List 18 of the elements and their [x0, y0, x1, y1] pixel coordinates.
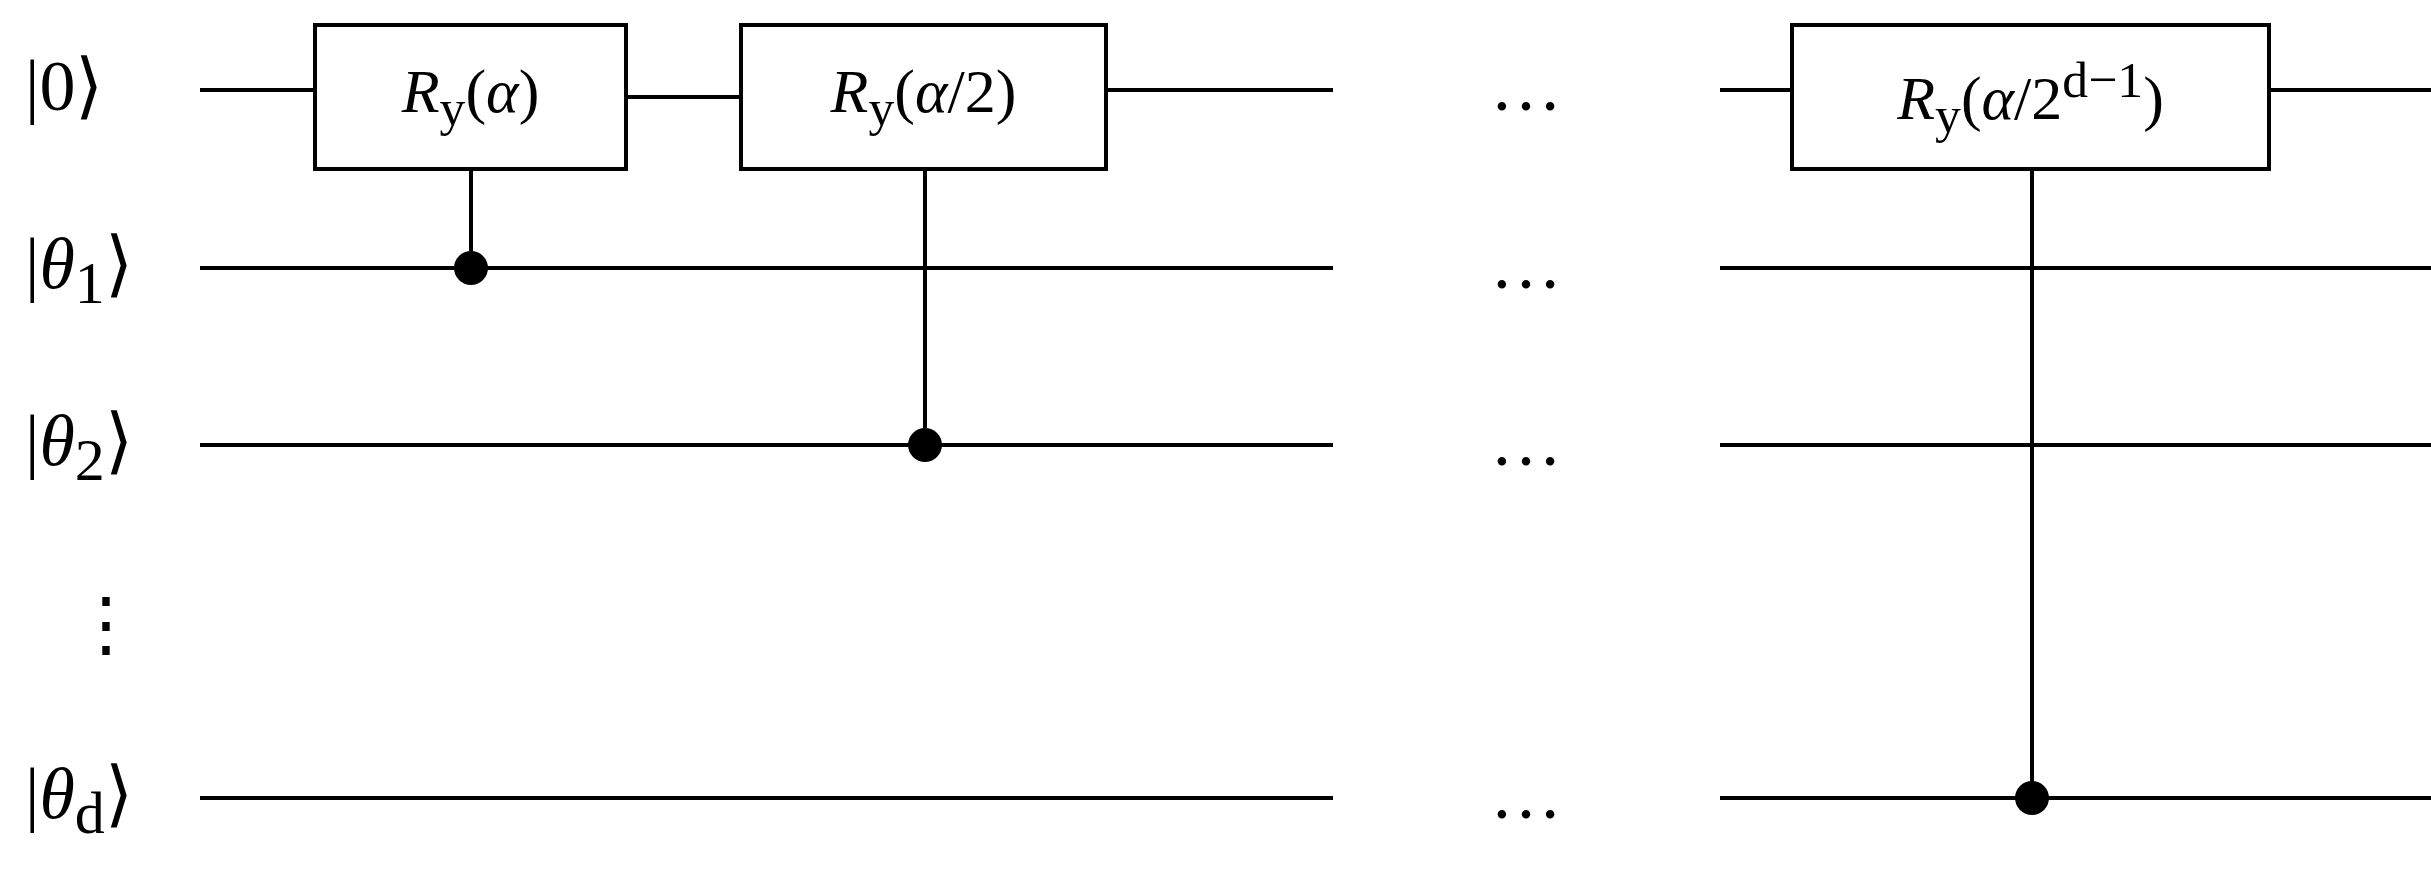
control-line	[2030, 171, 2034, 781]
ellipsis: …	[1490, 405, 1562, 477]
ket-label: |θ$_{2}$⟩	[25, 405, 133, 491]
ellipsis: …	[1490, 758, 1562, 830]
control-dot	[2015, 781, 2049, 815]
gate-box: R$_{y}$(α)	[313, 23, 628, 171]
ket-label: |θ$_{1}$⟩	[25, 228, 133, 314]
gate-box: R$_{y}$(α/2$^{d−1}$)	[1790, 23, 2271, 171]
control-dot	[908, 428, 942, 462]
ket-label: |θ$_{d}$⟩	[25, 758, 133, 844]
gate-box: R$_{y}$(α/2)	[739, 23, 1108, 171]
control-line	[628, 95, 739, 99]
ellipsis: ⋮	[70, 588, 142, 660]
control-line	[469, 171, 473, 251]
control-line	[923, 171, 927, 428]
control-dot	[454, 251, 488, 285]
ellipsis: …	[1490, 228, 1562, 300]
ellipsis: …	[1490, 50, 1562, 122]
